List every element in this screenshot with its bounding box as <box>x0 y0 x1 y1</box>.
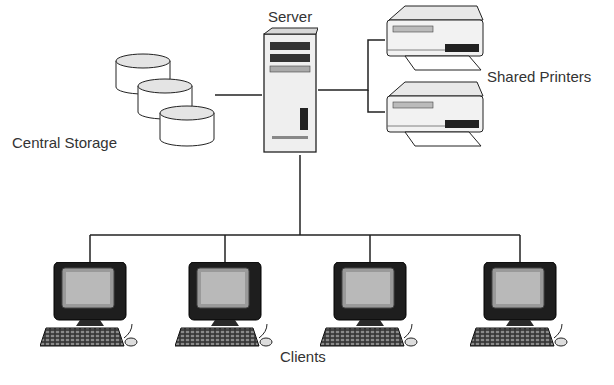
node-label: Shared Printers <box>487 68 591 86</box>
node-label: Server <box>268 8 312 26</box>
node-label: Clients <box>280 348 326 366</box>
network-link <box>318 40 385 90</box>
network-link <box>300 155 301 235</box>
node-illustration <box>262 8 318 155</box>
server-node: Server <box>262 8 318 155</box>
clients-node: Clients <box>30 235 580 370</box>
node-label: Central Storage <box>12 134 117 152</box>
printers-node: Shared Printers <box>385 0 607 155</box>
storage-node: Central Storage <box>10 50 215 155</box>
network-link <box>215 95 262 96</box>
